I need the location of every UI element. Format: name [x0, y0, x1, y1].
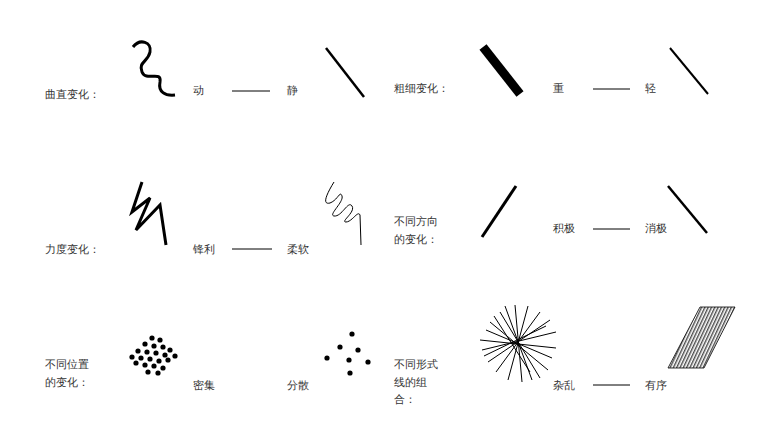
label: 柔软	[287, 241, 309, 259]
label: 锋利	[193, 241, 215, 259]
label: 静	[287, 82, 298, 100]
label: 不同方向 的变化：	[394, 213, 442, 248]
label: 轻	[645, 80, 656, 98]
label: 重	[553, 80, 564, 98]
label: 粗细变化：	[394, 80, 449, 98]
label: 不同形式 线的组合：	[394, 356, 442, 409]
label: 密集	[193, 377, 215, 395]
label: 力度变化：	[45, 241, 100, 259]
label: 有序	[645, 377, 667, 395]
label: 积极	[553, 220, 575, 238]
label: 分散	[287, 377, 309, 395]
label: 消极	[645, 220, 667, 238]
label: 曲直变化：	[45, 86, 100, 104]
label: 杂乱	[553, 377, 575, 395]
label: 不同位置 的变化：	[45, 356, 93, 391]
label: 动	[193, 82, 204, 100]
